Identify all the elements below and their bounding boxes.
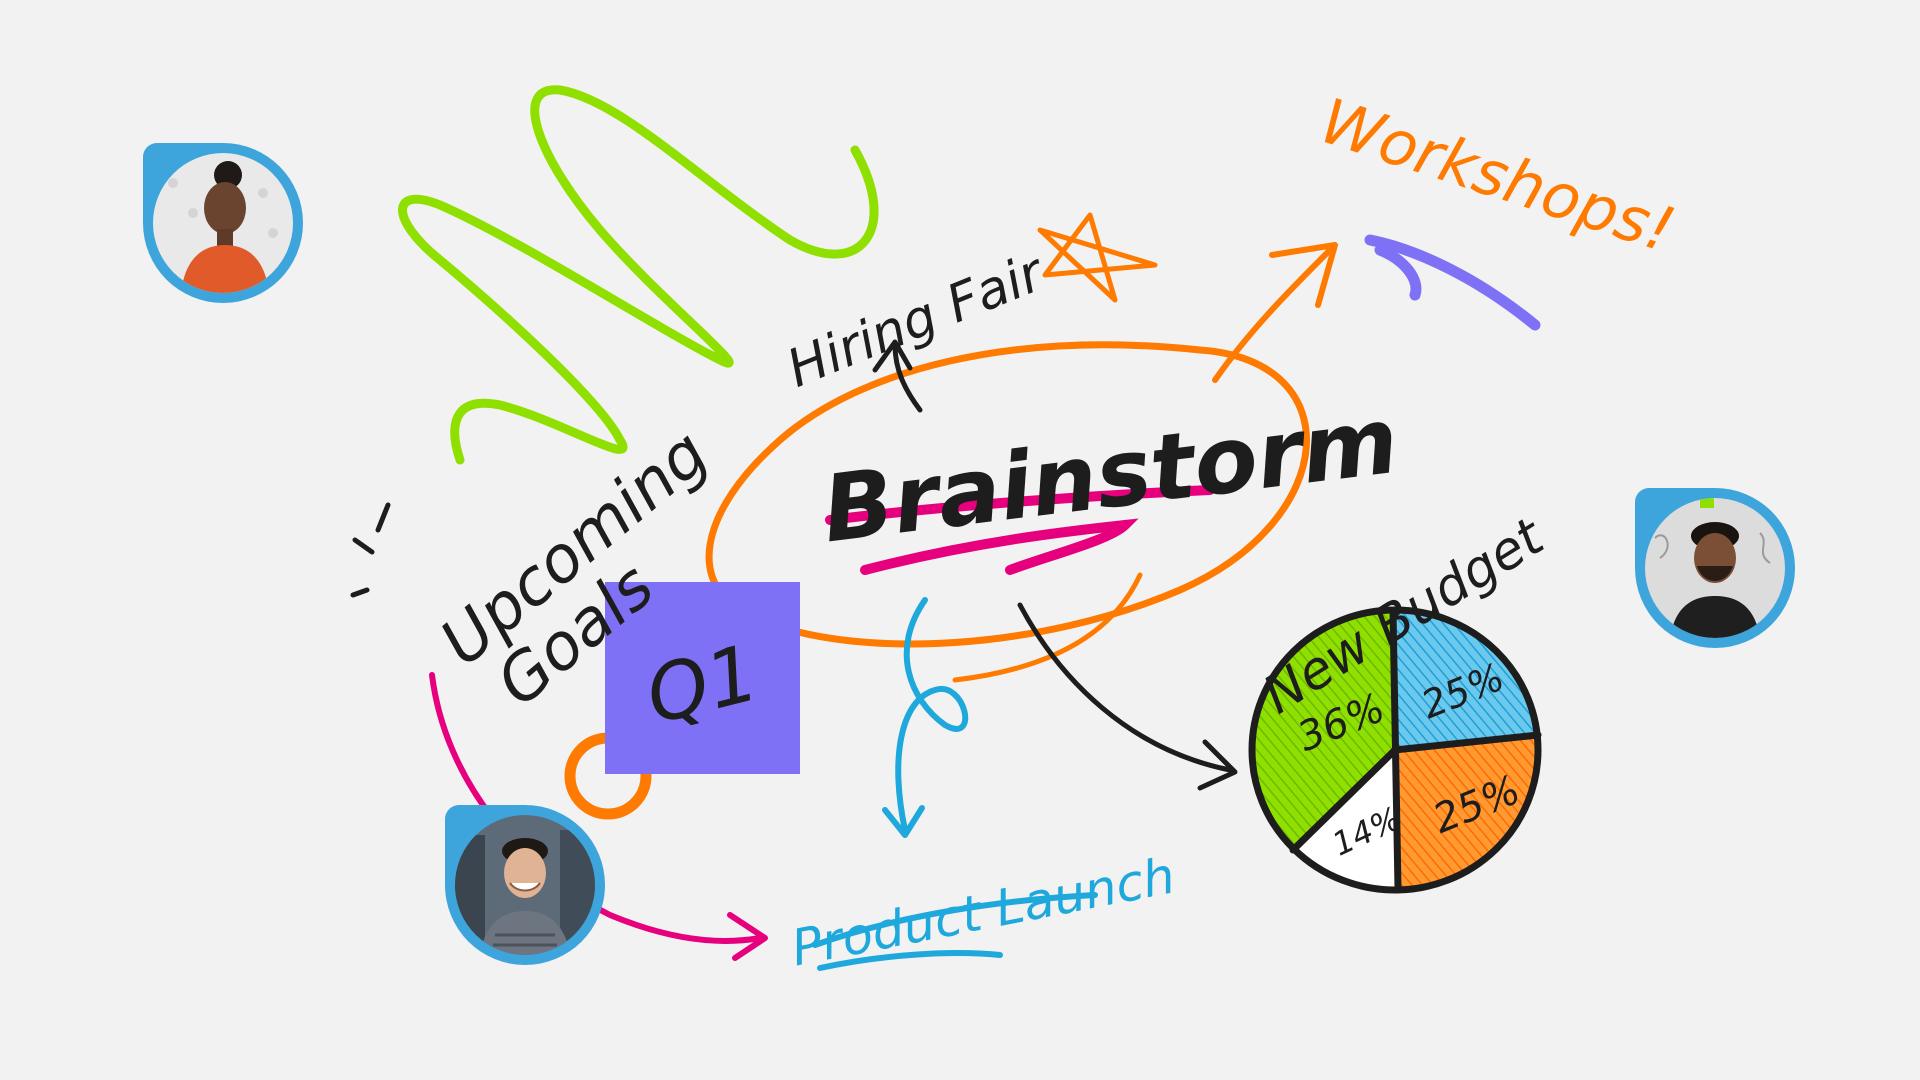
arrow-to-product-launch bbox=[882, 597, 969, 838]
arrow-to-workshops bbox=[1212, 242, 1338, 383]
budget-pie-chart[interactable]: 36% 25% 25% 14% bbox=[1248, 606, 1542, 894]
pie-slice-14[interactable] bbox=[1295, 750, 1400, 891]
hiring-fair-label[interactable]: Hiring Fair bbox=[779, 242, 1055, 400]
sticky-note-q1[interactable] bbox=[605, 582, 800, 774]
brainstorm-underline bbox=[825, 485, 1215, 575]
pie-slice-25-orange[interactable] bbox=[1395, 735, 1536, 890]
product-launch-label[interactable]: Product Launch bbox=[787, 846, 1180, 977]
person-avatar-icon bbox=[1645, 498, 1785, 638]
pie-slice-25-blue[interactable] bbox=[1395, 609, 1535, 750]
person-avatar-icon bbox=[153, 153, 293, 293]
arrow-to-new-budget bbox=[1017, 602, 1238, 791]
workshops-underline bbox=[1364, 234, 1541, 331]
brainstorm-ellipse-tail bbox=[952, 572, 1143, 683]
product-launch-underline bbox=[812, 892, 1098, 971]
pie-dividers bbox=[1289, 608, 1542, 892]
green-scribble[interactable] bbox=[398, 85, 879, 465]
spark-marks-icon bbox=[350, 502, 391, 598]
pie-slice-36[interactable] bbox=[1255, 610, 1395, 848]
avatar-woman[interactable] bbox=[143, 143, 303, 303]
avatar-man-beard[interactable] bbox=[1635, 488, 1795, 648]
avatar-man-smiling[interactable] bbox=[445, 805, 605, 965]
star-doodle-icon[interactable] bbox=[1037, 212, 1158, 303]
person-avatar-icon bbox=[455, 815, 595, 955]
arrow-to-hiring-fair bbox=[872, 339, 923, 413]
